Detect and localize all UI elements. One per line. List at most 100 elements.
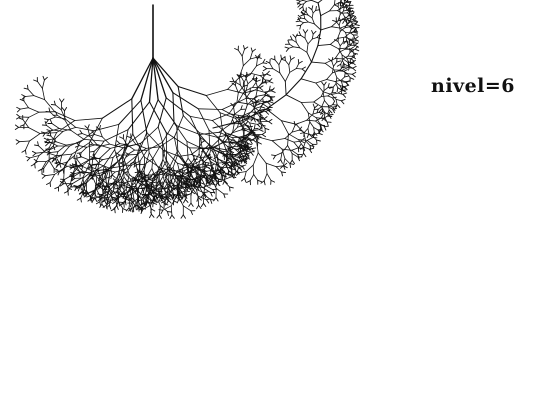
branch-segment	[292, 148, 299, 151]
branch-segment	[298, 60, 299, 64]
branch-segment	[328, 96, 333, 98]
branch-segment	[313, 10, 316, 13]
branch-segment	[122, 186, 124, 189]
branch-segment	[297, 25, 301, 26]
branch-segment	[115, 150, 120, 168]
branch-segment	[116, 201, 117, 205]
branch-segment	[308, 129, 309, 134]
branch-segment	[296, 0, 300, 1]
branch-segment	[301, 141, 305, 143]
branch-segment	[325, 59, 335, 64]
branch-segment	[31, 164, 35, 166]
branch-segment	[296, 21, 300, 22]
branch-segment	[173, 93, 174, 123]
branch-segment	[65, 108, 67, 111]
branch-segment	[186, 191, 187, 195]
branch-segment	[318, 0, 325, 3]
branch-segment	[339, 21, 340, 25]
branch-segment	[250, 52, 252, 59]
branch-segment	[336, 99, 341, 100]
branch-segment	[152, 183, 154, 186]
branch-segment	[130, 203, 131, 207]
branch-segment	[296, 120, 307, 124]
branch-segment	[343, 20, 345, 23]
branch-segment	[105, 178, 109, 179]
branch-segment	[106, 178, 107, 185]
branch-segment	[207, 200, 209, 203]
branch-segment	[349, 40, 350, 44]
branch-segment	[342, 55, 347, 58]
branch-segment	[254, 128, 258, 129]
branch-segment	[190, 116, 212, 120]
branch-segment	[301, 153, 303, 156]
branch-segment	[349, 2, 350, 6]
branch-segment	[183, 215, 185, 218]
branch-segment	[285, 81, 286, 94]
branch-segment	[313, 104, 314, 108]
branch-segment	[24, 101, 29, 108]
branch-segment	[289, 47, 294, 49]
branch-segment	[100, 129, 103, 137]
branch-segment	[322, 82, 324, 85]
branch-segment	[263, 73, 264, 77]
branch-segment	[307, 44, 308, 52]
branch-segment	[74, 186, 78, 187]
branch-segment	[333, 105, 337, 106]
branch-segment	[134, 162, 135, 166]
branch-segment	[332, 93, 339, 94]
branch-segment	[262, 135, 265, 137]
branch-segment	[153, 58, 178, 87]
branch-segment	[328, 84, 329, 88]
branch-segment	[354, 43, 355, 47]
branch-segment	[258, 142, 262, 144]
branch-segment	[282, 59, 286, 60]
branch-segment	[349, 66, 350, 70]
branch-segment	[355, 46, 358, 49]
branch-segment	[304, 1, 307, 4]
branch-segment	[332, 27, 341, 28]
branch-segment	[207, 180, 211, 181]
branch-segment	[65, 120, 71, 130]
branch-segment	[345, 73, 346, 77]
branch-segment	[50, 158, 54, 159]
branch-segment	[289, 60, 291, 65]
branch-segment	[257, 59, 258, 66]
branch-segment	[312, 34, 313, 39]
branch-segment	[260, 117, 264, 118]
branch-segment	[337, 64, 340, 66]
branch-segment	[100, 148, 110, 158]
branch-segment	[221, 170, 222, 174]
branch-segment	[253, 75, 254, 79]
branch-segment	[321, 96, 328, 97]
branch-segment	[273, 69, 280, 73]
branch-segment	[251, 73, 260, 75]
branch-segment	[313, 31, 316, 34]
branch-segment	[313, 112, 319, 114]
branch-segment	[17, 107, 21, 109]
branch-segment	[223, 180, 230, 187]
branch-segment	[304, 15, 305, 19]
branch-segment	[238, 50, 242, 56]
branch-segment	[269, 102, 273, 103]
branch-segment	[296, 69, 302, 70]
branch-segment	[34, 80, 38, 81]
branch-segment	[267, 74, 271, 76]
branch-segment	[242, 49, 244, 56]
branch-segment	[191, 203, 193, 206]
branch-segment	[292, 160, 294, 163]
branch-segment	[88, 125, 89, 129]
branch-segment	[76, 161, 77, 165]
branch-segment	[324, 126, 326, 130]
branch-segment	[286, 95, 301, 103]
branch-segment	[132, 99, 133, 134]
branch-segment	[115, 209, 116, 213]
branch-segment	[327, 80, 336, 82]
branch-segment	[316, 80, 327, 84]
branch-segment	[308, 15, 312, 18]
branch-segment	[266, 163, 267, 173]
branch-segment	[109, 197, 111, 206]
branch-segment	[24, 88, 28, 89]
branch-segment	[252, 148, 256, 149]
branch-segment	[341, 64, 342, 68]
